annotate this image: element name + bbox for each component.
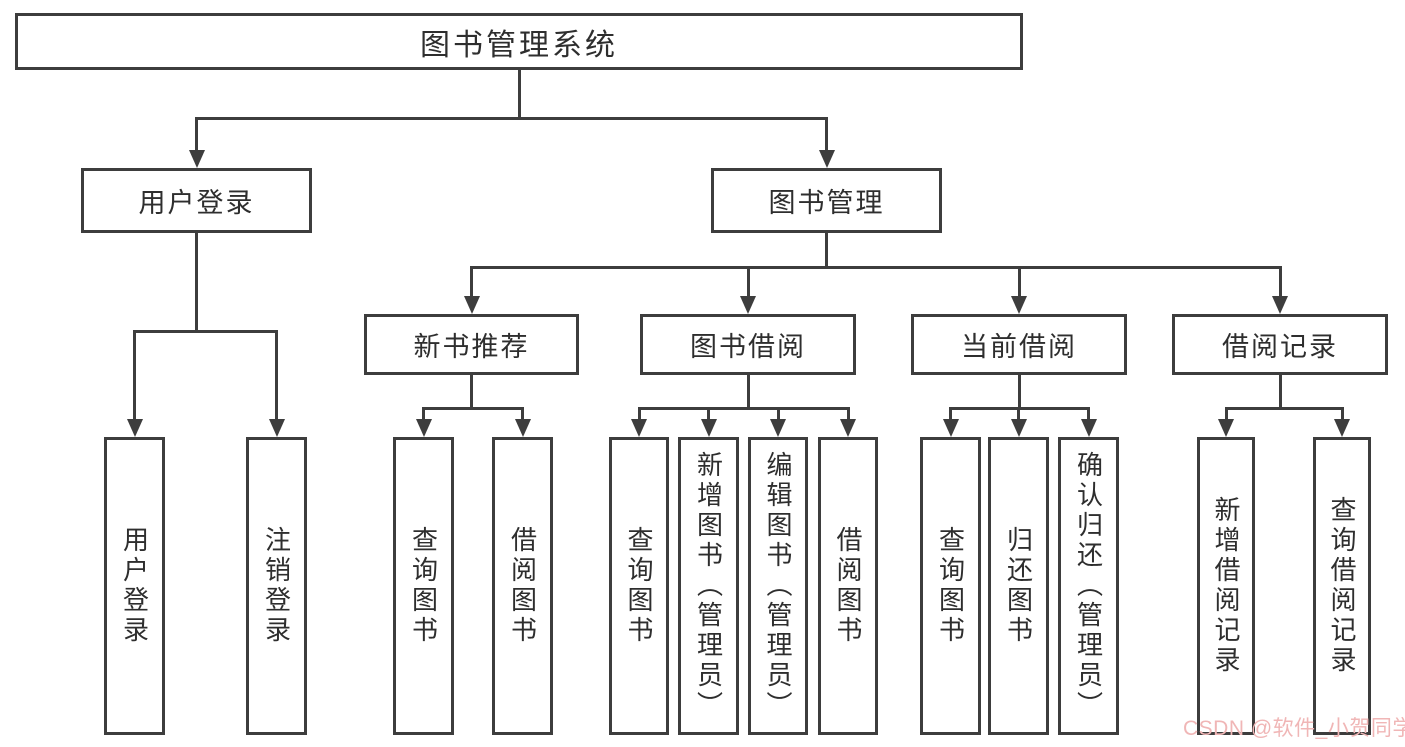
leaf-query-books-2: 查询图书 xyxy=(609,437,669,735)
connector-line xyxy=(707,407,710,422)
connector-line xyxy=(1224,407,1228,422)
node-book-borrowing: 图书借阅 xyxy=(640,314,856,375)
connector-line xyxy=(846,407,850,422)
arrowhead-icon xyxy=(514,419,531,437)
leaf-query-borrow-record: 查询借阅记录 xyxy=(1313,437,1371,735)
connector-line xyxy=(133,330,278,333)
leaf-borrow-books-2: 借阅图书 xyxy=(818,437,878,735)
connector-line xyxy=(133,330,136,422)
connector-line xyxy=(637,407,850,410)
leaf-add-books-admin: 新增图书（管理员） xyxy=(678,437,739,735)
connector-line xyxy=(470,266,1282,269)
node-book-management: 图书管理 xyxy=(711,168,942,233)
arrowhead-icon xyxy=(1218,419,1234,437)
connector-line xyxy=(1087,407,1090,422)
node-new-book-recommend: 新书推荐 xyxy=(364,314,579,375)
connector-line xyxy=(637,407,641,422)
connector-line xyxy=(1017,407,1020,422)
connector-line xyxy=(422,407,524,410)
arrowhead-icon xyxy=(740,296,756,314)
connector-line xyxy=(776,407,780,422)
connector-line xyxy=(825,117,828,153)
connector-line xyxy=(1017,375,1021,409)
connector-line xyxy=(517,70,521,118)
node-root-system: 图书管理系统 xyxy=(15,13,1023,70)
arrowhead-icon xyxy=(1011,296,1027,314)
connector-line xyxy=(470,266,473,299)
connector-line xyxy=(1278,266,1282,299)
leaf-return-books: 归还图书 xyxy=(988,437,1049,735)
arrowhead-icon xyxy=(415,419,432,437)
node-user-login: 用户登录 xyxy=(81,168,312,233)
leaf-logout: 注销登录 xyxy=(246,437,307,735)
leaf-edit-books-admin: 编辑图书（管理员） xyxy=(748,437,808,735)
connector-line xyxy=(1340,407,1344,422)
connector-line xyxy=(1017,266,1021,299)
connector-line xyxy=(949,407,952,422)
connector-line xyxy=(1224,407,1344,410)
connector-line xyxy=(1278,375,1282,409)
connector-line xyxy=(422,407,425,422)
connector-line xyxy=(521,407,524,422)
leaf-query-books-1: 查询图书 xyxy=(393,437,454,735)
csdn-watermark: CSDN @软件_小贺同学 xyxy=(1183,717,1405,740)
leaf-borrow-books-1: 借阅图书 xyxy=(492,437,553,735)
arrowhead-icon xyxy=(188,150,205,168)
connector-line xyxy=(746,375,750,409)
arrowhead-icon xyxy=(840,419,856,437)
arrowhead-icon xyxy=(1080,419,1097,437)
arrowhead-icon xyxy=(700,419,717,437)
leaf-confirm-return-admin: 确认归还（管理员） xyxy=(1058,437,1119,735)
connector-line xyxy=(195,117,828,120)
connector-line xyxy=(195,117,198,153)
arrowhead-icon xyxy=(268,419,285,437)
leaf-add-borrow-record: 新增借阅记录 xyxy=(1197,437,1255,735)
connector-line xyxy=(825,233,828,268)
arrowhead-icon xyxy=(1010,419,1027,437)
node-borrowing-records: 借阅记录 xyxy=(1172,314,1388,375)
arrowhead-icon xyxy=(818,150,835,168)
arrowhead-icon xyxy=(770,419,786,437)
arrowhead-icon xyxy=(126,419,143,437)
leaf-query-books-3: 查询图书 xyxy=(920,437,981,735)
leaf-user-login: 用户登录 xyxy=(104,437,165,735)
arrowhead-icon xyxy=(463,296,480,314)
arrowhead-icon xyxy=(1272,296,1288,314)
arrowhead-icon xyxy=(942,419,959,437)
connector-line xyxy=(195,233,198,332)
arrowhead-icon xyxy=(1334,419,1350,437)
node-current-borrowing: 当前借阅 xyxy=(911,314,1127,375)
arrowhead-icon xyxy=(631,419,647,437)
connector-line xyxy=(746,266,750,299)
connector-line xyxy=(470,375,473,409)
connector-line xyxy=(275,330,278,422)
